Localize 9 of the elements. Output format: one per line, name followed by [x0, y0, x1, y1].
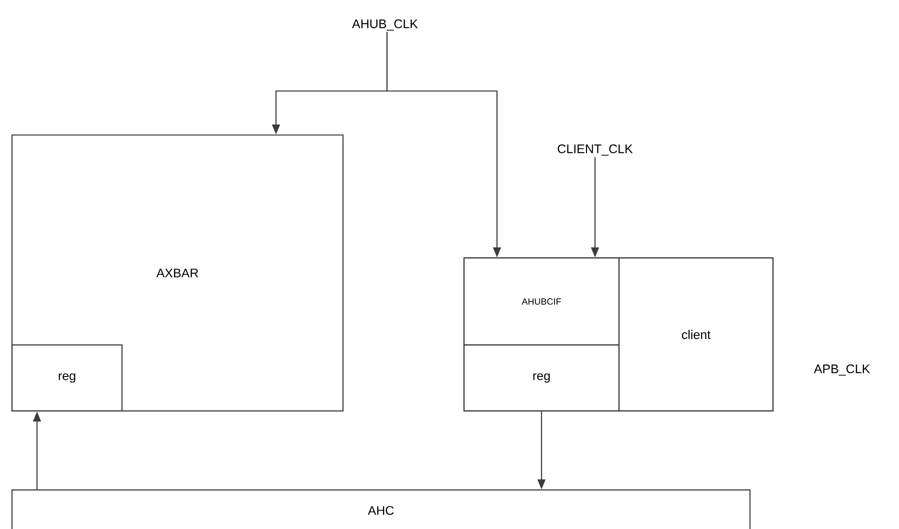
signal-label: APB_CLK	[814, 364, 870, 376]
signal-label: AHUB_CLK	[352, 19, 418, 31]
block-box: reg	[11, 344, 123, 412]
block-box	[463, 257, 774, 412]
block-box: client	[618, 257, 774, 412]
block-box: AHC	[11, 489, 751, 529]
block-box: AHUBCIF	[463, 257, 620, 346]
block-box: reg	[463, 344, 620, 412]
signal-label: CLIENT_CLK	[558, 144, 633, 156]
